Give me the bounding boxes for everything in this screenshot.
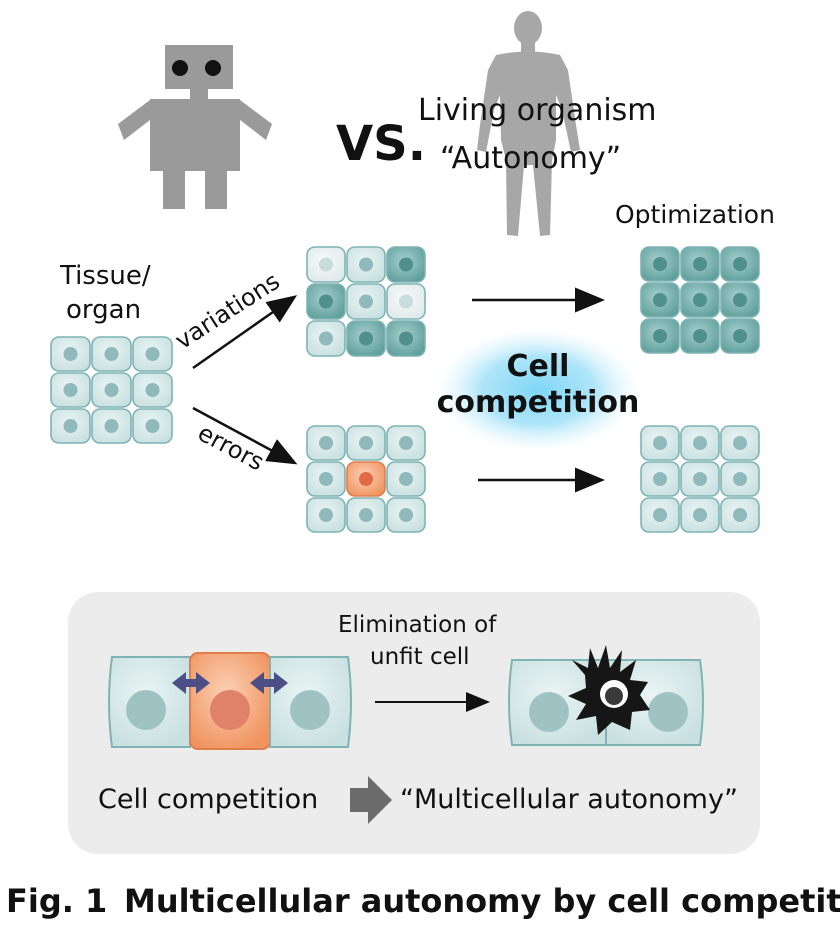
grid-cell-nucleus — [359, 508, 373, 522]
elimination-label: Elimination of — [338, 612, 497, 638]
human-silhouette-icon — [477, 11, 580, 236]
organ-label: organ — [66, 295, 141, 325]
errors-arrow — [192, 406, 298, 465]
grid-cell-nucleus — [319, 257, 333, 272]
competition-label-cell: Cell — [507, 349, 570, 384]
competition-label-competition: competition — [437, 385, 640, 420]
merged-left-nucleus — [529, 692, 569, 732]
grid-cell-nucleus — [399, 294, 413, 309]
cell-grids — [50, 246, 760, 533]
cell-competition-text: Cell competition — [98, 784, 318, 815]
grid-cell-nucleus — [359, 436, 373, 450]
grid-cell-nucleus — [319, 294, 333, 309]
grid-cell-nucleus — [319, 436, 333, 450]
organism-label: Living organism — [418, 93, 657, 128]
merged-right-nucleus — [648, 692, 688, 732]
grid-cell-nucleus — [693, 257, 707, 271]
grid-cell-nucleus — [359, 294, 373, 309]
grid-cell-nucleus — [693, 472, 707, 486]
grid-cell-nucleus — [733, 508, 747, 522]
autonomy-label: “Autonomy” — [440, 141, 621, 176]
push-arrow-left — [172, 672, 210, 694]
grid-cell-nucleus — [319, 331, 333, 346]
grid-cell-nucleus — [733, 472, 747, 486]
tissue-label: Tissue/ — [59, 261, 151, 291]
grid-cell-nucleus — [653, 508, 667, 522]
grid-cell-nucleus — [104, 383, 119, 397]
right-nucleus — [290, 690, 330, 730]
grid-cell-nucleus — [145, 419, 160, 433]
grid-cell-nucleus — [63, 347, 78, 361]
grid-cell-nucleus — [733, 436, 747, 450]
grid-cell-nucleus — [653, 436, 667, 450]
optimization-label: Optimization — [615, 200, 775, 229]
multicellular-autonomy-text: “Multicellular autonomy” — [400, 784, 738, 815]
competing-cells — [108, 652, 352, 750]
variations-grid — [306, 246, 426, 357]
grid-cell-nucleus — [319, 508, 333, 522]
grid-cell-nucleus — [399, 257, 413, 272]
optimized-grid-top — [640, 246, 760, 354]
grid-cell-nucleus — [104, 347, 119, 361]
eliminated-cell-illustration — [508, 645, 704, 746]
vs-label: VS. — [336, 116, 426, 172]
apoptotic-core — [605, 687, 623, 705]
push-arrow-right — [250, 672, 288, 694]
grid-cell-nucleus — [104, 419, 119, 433]
grid-cell-nucleus — [653, 257, 667, 271]
figure-label: Fig. 1 — [6, 882, 107, 920]
grid-cell-nucleus — [733, 293, 747, 307]
grid-cell-nucleus — [145, 347, 160, 361]
grid-cell-nucleus — [359, 472, 373, 486]
robot-icon — [118, 45, 272, 209]
grid-cell-nucleus — [359, 331, 373, 346]
grid-cell-nucleus — [63, 419, 78, 433]
grid-cell-nucleus — [399, 331, 413, 346]
result-arrow-icon — [350, 776, 392, 824]
unfit-cell-label: unfit cell — [370, 644, 470, 670]
grid-cell-nucleus — [399, 436, 413, 450]
loser-nucleus — [210, 690, 250, 730]
grid-cell-nucleus — [145, 383, 160, 397]
grid-cell-nucleus — [733, 329, 747, 343]
tissue-grid — [50, 336, 173, 444]
grid-cell-nucleus — [653, 329, 667, 343]
competition-glow — [436, 328, 640, 452]
grid-cell-nucleus — [693, 436, 707, 450]
variations-label: variations — [170, 267, 285, 355]
left-nucleus — [126, 690, 166, 730]
grid-cell-nucleus — [399, 472, 413, 486]
grid-cell-nucleus — [63, 383, 78, 397]
grid-cell-nucleus — [319, 472, 333, 486]
grid-cell-nucleus — [359, 257, 373, 272]
variations-arrow — [192, 295, 298, 370]
optimized-grid-bottom — [640, 425, 760, 533]
grid-cell-nucleus — [693, 329, 707, 343]
grid-cell-nucleus — [733, 257, 747, 271]
grid-cell-nucleus — [653, 293, 667, 307]
grid-cell-nucleus — [399, 508, 413, 522]
grid-cell-nucleus — [693, 508, 707, 522]
grid-cell-nucleus — [693, 293, 707, 307]
errors-grid — [306, 425, 426, 533]
figure-caption: Multicellular autonomy by cell competiti… — [124, 882, 840, 920]
grid-cell-nucleus — [653, 472, 667, 486]
